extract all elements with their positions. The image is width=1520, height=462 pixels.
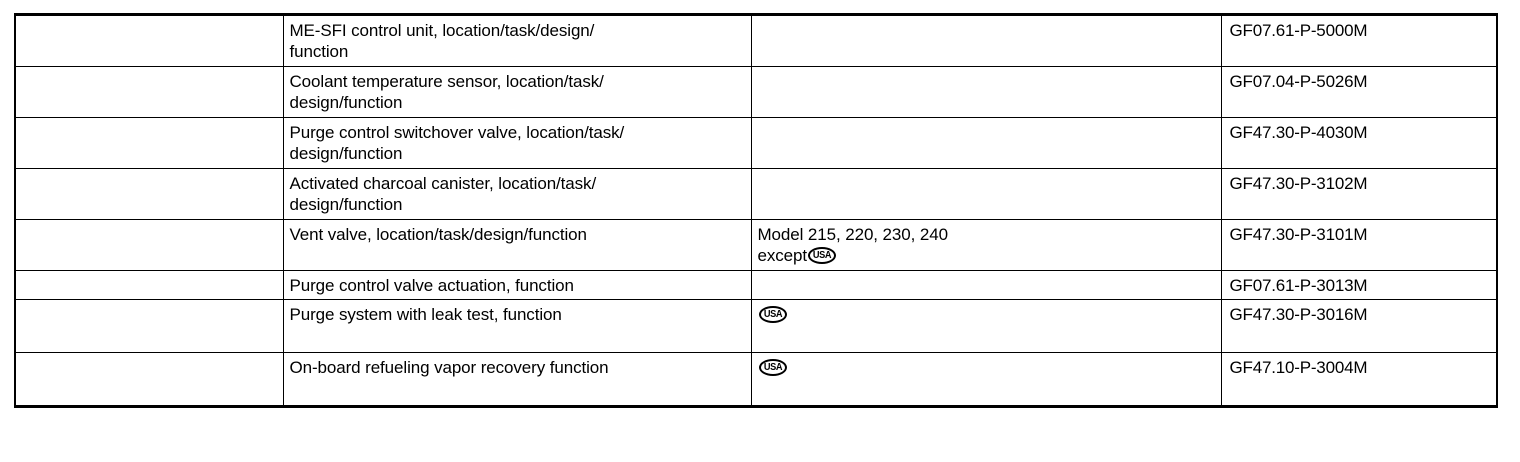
usa-badge-label: USA [763,308,782,320]
applicability-cell: Model 215, 220, 230, 240 except USA [750,219,1222,271]
applicability-cell: USA [750,352,1222,407]
description-cell: Purge control switchover valve, location… [282,117,752,169]
description-text: Purge system with leak test, function [289,305,562,324]
description-cell: On-board refueling vapor recovery functi… [282,352,752,407]
description-cell: Coolant temperature sensor, location/tas… [282,66,752,118]
document-code: GF07.61-P-3013M [1229,276,1368,295]
document-code-cell: GF47.10-P-3004M [1220,352,1498,407]
row-marker-cell [14,14,284,67]
document-code-cell: GF47.30-P-3101M [1220,219,1498,271]
applicability-cell [750,168,1222,220]
document-code: GF07.04-P-5026M [1229,72,1368,91]
applicability-text [752,16,1221,20]
document-code-cell: GF07.61-P-3013M [1220,270,1498,300]
document-code-cell: GF47.30-P-3102M [1220,168,1498,220]
document-code: GF47.30-P-3101M [1229,225,1368,244]
document-code-cell: GF07.04-P-5026M [1220,66,1498,118]
description-text: ME-SFI control unit, location/task/desig… [289,21,595,61]
description-cell: Purge system with leak test, function [282,299,752,353]
usa-badge-label: USA [763,361,782,373]
applicability-cell: USA [750,299,1222,353]
applicability-block: Model 215, 220, 230, 240 except USA [752,220,1221,266]
table-body: ME-SFI control unit, location/task/desig… [14,14,1498,407]
applicability-cell [750,117,1222,169]
table-row: Coolant temperature sensor, location/tas… [14,66,1498,118]
description-text: Coolant temperature sensor, location/tas… [289,72,604,112]
document-code: GF47.10-P-3004M [1229,358,1368,377]
description-cell: Purge control valve actuation, function [282,270,752,300]
document-code: GF47.30-P-3102M [1229,174,1368,193]
usa-badge-label: USA [812,249,832,261]
usa-oval-badge-icon: USA [808,247,836,264]
table-row: Purge system with leak test, function US… [14,299,1498,353]
table-row: Activated charcoal canister, location/ta… [14,168,1498,220]
row-marker-cell [14,66,284,118]
applicability-cell [750,270,1222,300]
description-text: Vent valve, location/task/design/functio… [289,225,587,244]
document-code-cell: GF47.30-P-3016M [1220,299,1498,353]
description-text: Purge control valve actuation, function [289,276,574,295]
row-marker-cell [14,168,284,220]
reference-table: ME-SFI control unit, location/task/desig… [14,13,1498,408]
applicability-cell [750,14,1222,67]
row-marker-cell [14,299,284,353]
applicability-text [752,67,1221,71]
row-marker-cell [14,219,284,271]
document-code-cell: GF07.61-P-5000M [1220,14,1498,67]
table-row: Purge control valve actuation, function … [14,270,1498,300]
description-cell: Vent valve, location/task/design/functio… [282,219,752,271]
applicability-block: USA [752,353,1221,378]
description-text: Activated charcoal canister, location/ta… [289,174,597,214]
document-code: GF47.30-P-3016M [1229,305,1368,324]
usa-oval-badge-icon: USA [758,306,787,323]
applicability-text [752,118,1221,122]
row-marker-cell [14,270,284,300]
usa-oval-badge-icon: USA [758,359,787,376]
table-row: Vent valve, location/task/design/functio… [14,219,1498,271]
except-label: except [757,246,808,265]
applicability-block: USA [752,300,1221,325]
description-cell: Activated charcoal canister, location/ta… [282,168,752,220]
document-code: GF47.30-P-4030M [1229,123,1368,142]
document-code: GF07.61-P-5000M [1229,21,1368,40]
document-code-cell: GF47.30-P-4030M [1220,117,1498,169]
description-text: Purge control switchover valve, location… [289,123,625,163]
applicability-text [752,271,1221,275]
row-marker-cell [14,117,284,169]
model-list-text: Model 215, 220, 230, 240 [757,225,949,244]
description-text: On-board refueling vapor recovery functi… [289,358,609,377]
row-marker-cell [14,352,284,407]
description-cell: ME-SFI control unit, location/task/desig… [282,14,752,67]
applicability-text [752,169,1221,173]
table-row: ME-SFI control unit, location/task/desig… [14,14,1498,67]
table-row: Purge control switchover valve, location… [14,117,1498,169]
applicability-cell [750,66,1222,118]
table-row: On-board refueling vapor recovery functi… [14,352,1498,407]
